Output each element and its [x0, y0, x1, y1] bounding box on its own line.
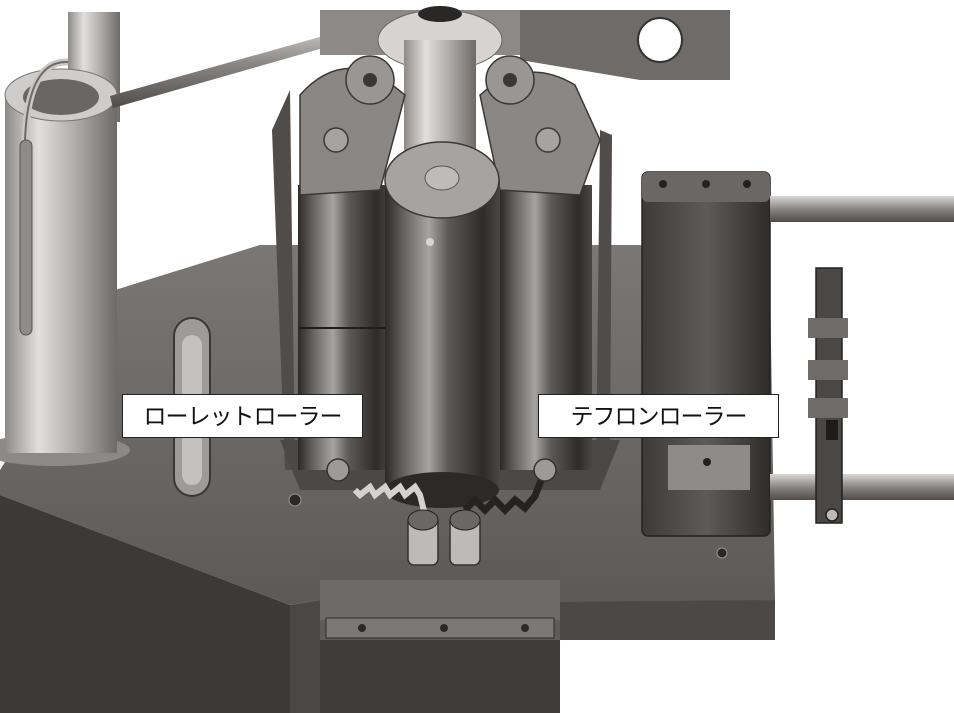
right-housing [641, 171, 771, 537]
tension-springs [326, 458, 557, 516]
sensor-bracket [808, 267, 848, 524]
adjustment-bolts [407, 509, 481, 566]
teflon-roller-label: テフロンローラー [538, 394, 779, 438]
right-rods [770, 196, 954, 500]
diagonal-rod [110, 20, 383, 108]
left-post [0, 12, 130, 466]
front-roller [384, 141, 500, 508]
knurled-roller-label: ローレットローラー [122, 394, 363, 438]
roller-arms [299, 55, 601, 196]
